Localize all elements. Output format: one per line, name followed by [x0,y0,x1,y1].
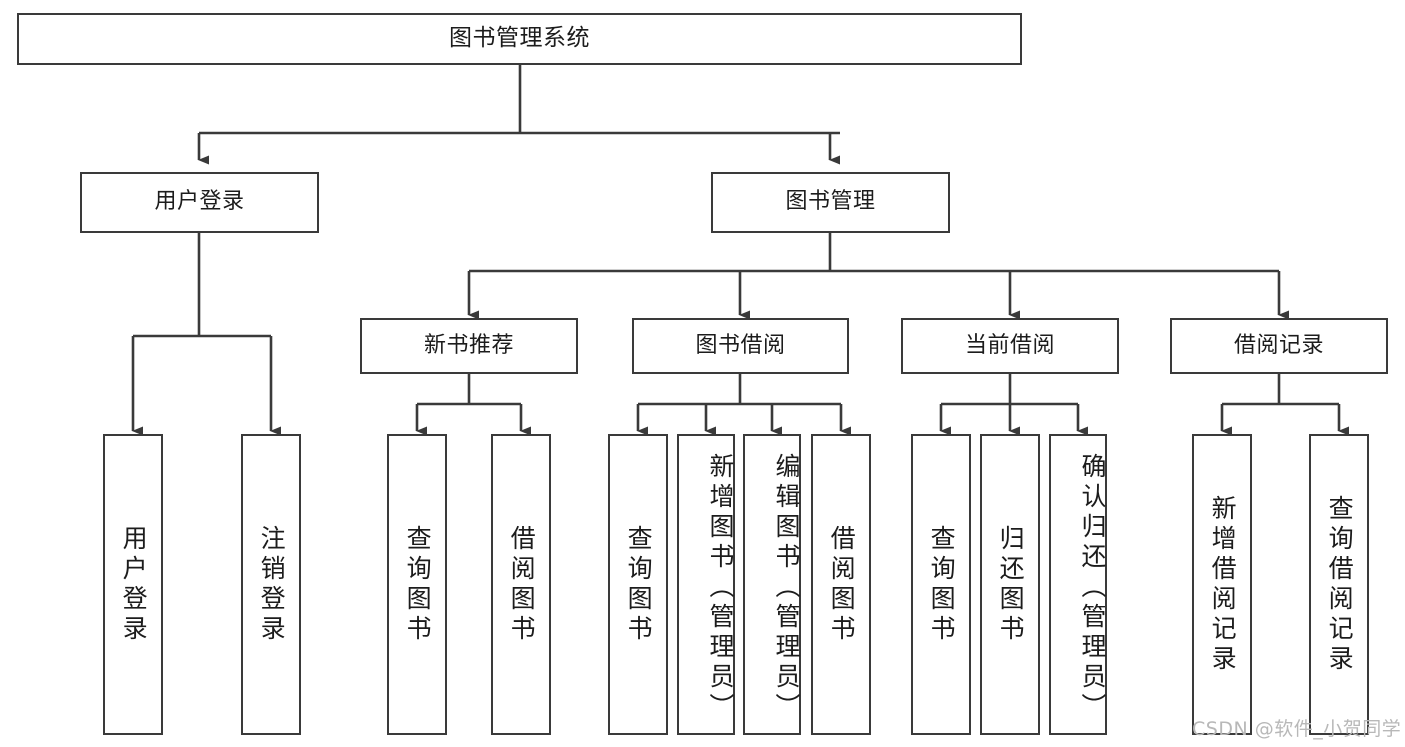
leaf-logout-login-label: 注销登录 [257,524,287,645]
node-new-book-recommend-label: 新书推荐 [423,332,514,358]
leaf-return-book-label: 归还图书 [996,524,1026,645]
node-borrow-record-label: 借阅记录 [1233,332,1324,358]
leaf-user-login-label: 用户登录 [119,524,149,645]
node-book-manage[interactable]: 图书管理 [711,172,950,233]
leaf-confirm-return-admin[interactable]: 确认归还（管理员） [1049,434,1107,735]
leaf-query-book-1-label: 查询图书 [403,524,433,645]
leaf-add-book-admin-label: 新增图书（管理员） [706,452,735,723]
leaf-query-book-2-label: 查询图书 [624,524,654,645]
csdn-watermark: CSDN @软件_小贺同学 [1192,718,1402,740]
node-book-manage-label: 图书管理 [785,189,876,215]
leaf-add-borrow-record-label: 新增借阅记录 [1208,494,1238,675]
leaf-borrow-book-1-label: 借阅图书 [507,524,537,645]
node-user-login-label: 用户登录 [154,189,245,215]
node-current-borrow[interactable]: 当前借阅 [901,318,1119,374]
leaf-query-borrow-record[interactable]: 查询借阅记录 [1309,434,1369,735]
leaf-edit-book-admin-label: 编辑图书（管理员） [772,452,801,723]
node-user-login[interactable]: 用户登录 [80,172,319,233]
node-borrow-record[interactable]: 借阅记录 [1170,318,1388,374]
leaf-user-login[interactable]: 用户登录 [103,434,163,735]
node-book-borrow[interactable]: 图书借阅 [632,318,849,374]
leaf-borrow-book-2[interactable]: 借阅图书 [811,434,871,735]
leaf-query-book-3-label: 查询图书 [927,524,957,645]
leaf-confirm-return-admin-label: 确认归还（管理员） [1078,452,1107,723]
leaf-query-book-3[interactable]: 查询图书 [911,434,971,735]
leaf-add-borrow-record[interactable]: 新增借阅记录 [1192,434,1252,735]
leaf-query-book-1[interactable]: 查询图书 [387,434,447,735]
node-root-library-system[interactable]: 图书管理系统 [17,13,1022,65]
leaf-query-book-2[interactable]: 查询图书 [608,434,668,735]
leaf-borrow-book-1[interactable]: 借阅图书 [491,434,551,735]
node-current-borrow-label: 当前借阅 [964,332,1055,358]
node-book-borrow-label: 图书借阅 [695,332,786,358]
leaf-query-borrow-record-label: 查询借阅记录 [1325,494,1355,675]
node-new-book-recommend[interactable]: 新书推荐 [360,318,578,374]
leaf-borrow-book-2-label: 借阅图书 [827,524,857,645]
leaf-return-book[interactable]: 归还图书 [980,434,1040,735]
leaf-edit-book-admin[interactable]: 编辑图书（管理员） [743,434,801,735]
leaf-add-book-admin[interactable]: 新增图书（管理员） [677,434,735,735]
node-root-label: 图书管理系统 [449,25,590,52]
leaf-logout-login[interactable]: 注销登录 [241,434,301,735]
